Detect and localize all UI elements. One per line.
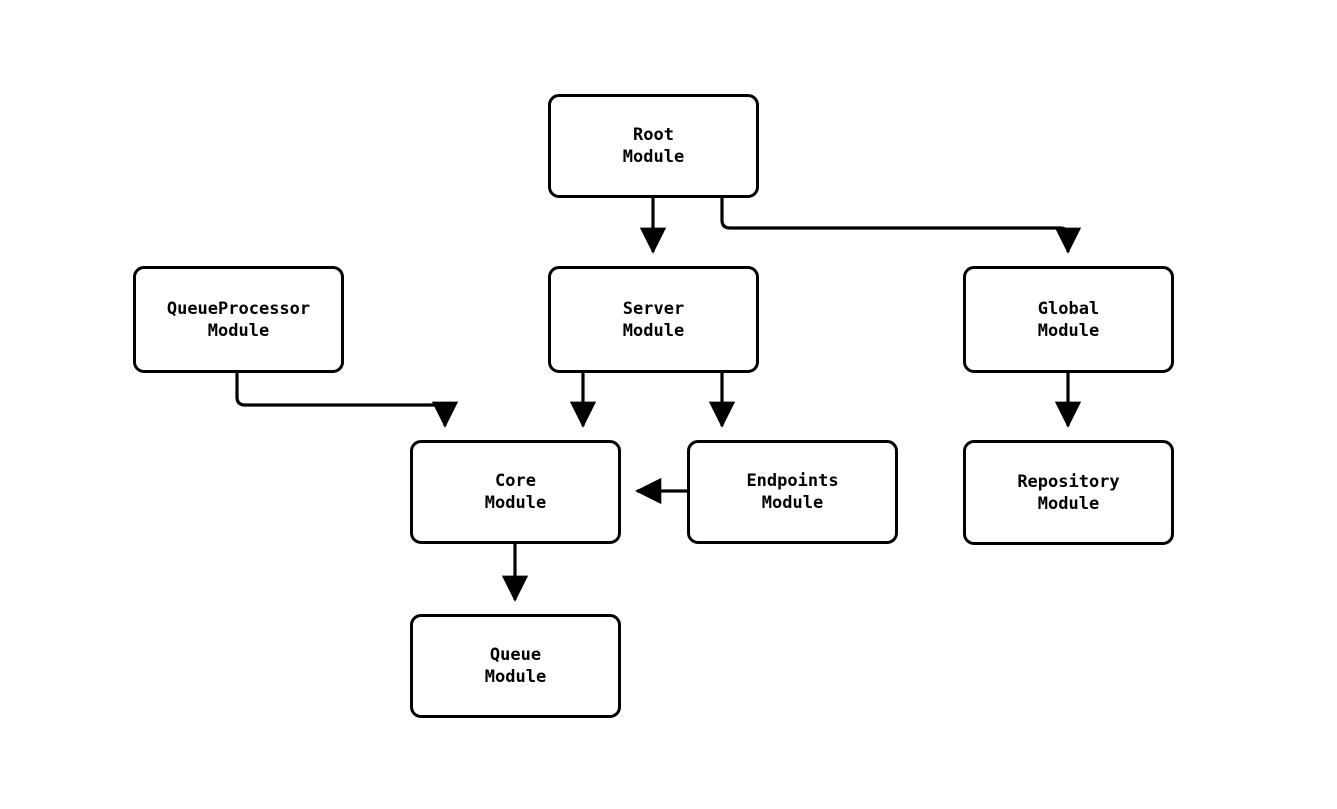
node-server-module[interactable]: Server Module [548, 266, 759, 373]
node-root-module-line2: Module [622, 147, 685, 167]
node-repository-module[interactable]: Repository Module [963, 440, 1174, 545]
node-server-module-line1: Server [622, 298, 685, 319]
node-endpoints-module-line1: Endpoints [746, 471, 839, 491]
edge-root-global [720, 198, 1082, 254]
node-core-module-line1: Core [495, 471, 536, 491]
node-repository-module-line2: Module [1037, 493, 1100, 514]
node-core-module-line2: Module [484, 493, 547, 513]
node-global-module[interactable]: Global Module [963, 266, 1174, 373]
node-repository-module-line1: Repository [1017, 471, 1120, 492]
node-root-module-line1: Root [633, 125, 674, 145]
node-queueprocessor-module-line2: Module [207, 320, 270, 341]
node-endpoints-module-line2: Module [761, 493, 824, 513]
node-global-module-line1: Global [1037, 298, 1100, 319]
node-queue-module-line2: Module [484, 667, 547, 687]
node-global-module-line2: Module [1037, 320, 1100, 341]
node-server-module-line2: Module [622, 320, 685, 341]
node-queue-module[interactable]: Queue Module [410, 614, 621, 718]
node-root-module[interactable]: Root Module [548, 94, 759, 198]
node-queueprocessor-module-line1: QueueProcessor [166, 298, 311, 319]
node-endpoints-module[interactable]: Endpoints Module [687, 440, 898, 544]
node-queue-module-line1: Queue [489, 645, 542, 665]
node-core-module[interactable]: Core Module [410, 440, 621, 544]
edge-queueprocessor-core [235, 373, 459, 428]
node-queueprocessor-module[interactable]: QueueProcessor Module [133, 266, 344, 373]
